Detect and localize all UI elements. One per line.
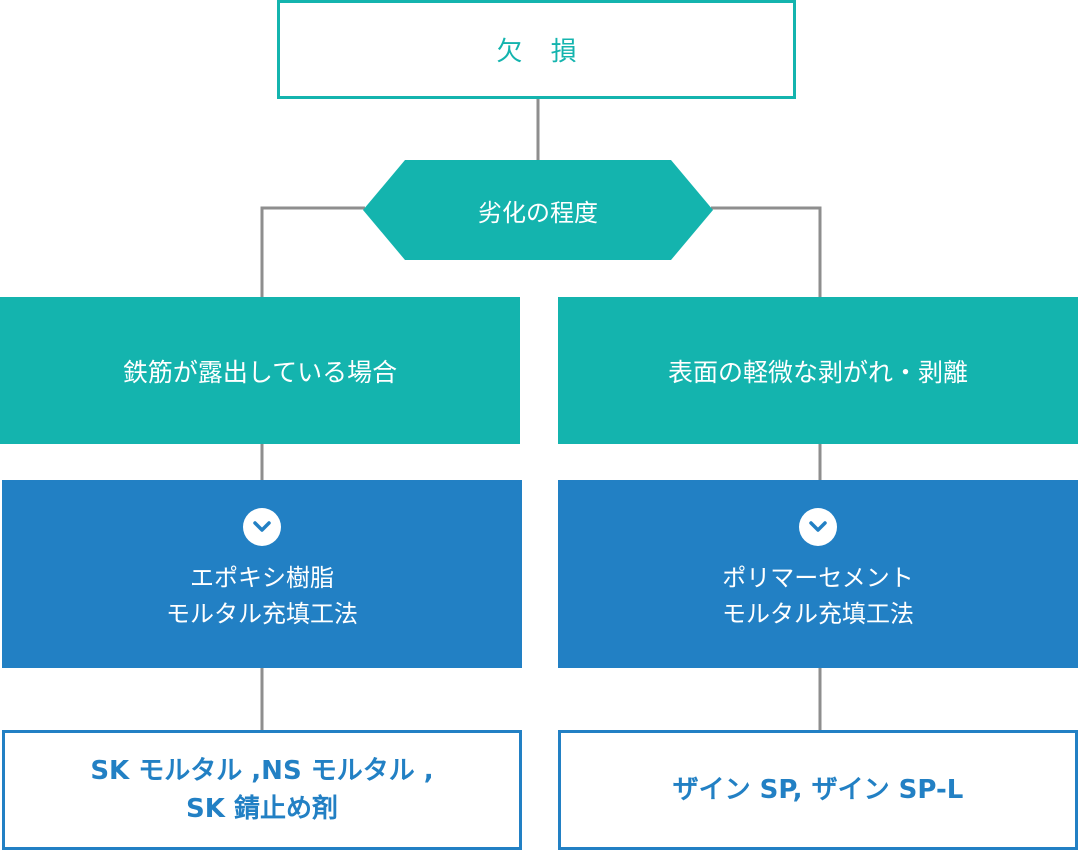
method-line-left-2: モルタル充填工法 bbox=[166, 600, 358, 628]
condition-box-right: 表面の軽微な剥がれ・剥離 bbox=[558, 297, 1078, 444]
method-line-right-1: ポリマーセメント bbox=[722, 564, 914, 592]
method-line-right-2: モルタル充填工法 bbox=[722, 600, 914, 628]
connector-decision-to-left bbox=[260, 206, 365, 297]
product-line-left-2: SK 錆止め剤 bbox=[186, 794, 338, 824]
chevron-down-icon bbox=[243, 508, 281, 546]
condition-label-right: 表面の軽微な剥がれ・剥離 bbox=[667, 357, 968, 387]
decision-node-label: 劣化の程度 bbox=[478, 198, 598, 227]
top-node-box: 欠 損 bbox=[277, 0, 796, 99]
method-box-left: エポキシ樹脂 モルタル充填工法 bbox=[2, 480, 522, 668]
chevron-down-icon bbox=[799, 508, 837, 546]
product-line-left-1: SK モルタル ,NS モルタル , bbox=[90, 756, 434, 786]
decision-node-hexagon: 劣化の程度 bbox=[363, 160, 713, 260]
condition-label-left: 鉄筋が露出している場合 bbox=[122, 357, 398, 387]
method-box-right: ポリマーセメント モルタル充填工法 bbox=[558, 480, 1078, 668]
top-node-label: 欠 損 bbox=[496, 37, 587, 67]
method-line-left-1: エポキシ樹脂 bbox=[190, 564, 334, 592]
product-line-right-1: ザイン SP, ザイン SP-L bbox=[672, 775, 964, 805]
connector-decision-to-right bbox=[711, 206, 822, 297]
product-box-right: ザイン SP, ザイン SP-L bbox=[558, 730, 1078, 850]
product-box-left: SK モルタル ,NS モルタル , SK 錆止め剤 bbox=[2, 730, 522, 850]
condition-box-left: 鉄筋が露出している場合 bbox=[0, 297, 520, 444]
